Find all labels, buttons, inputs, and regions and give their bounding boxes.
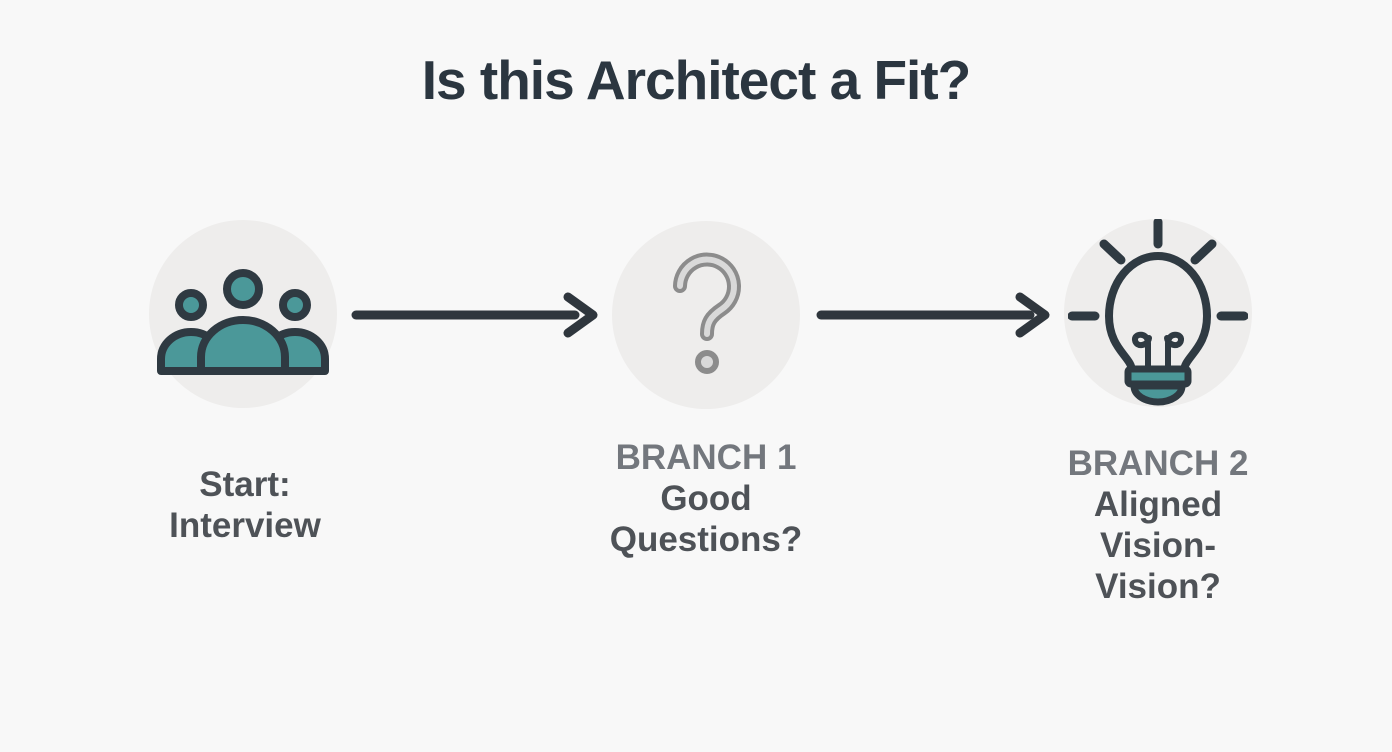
branch2-kicker: BRANCH 2: [1067, 444, 1249, 483]
arrow-branch1-to-branch2: [816, 292, 1050, 338]
node-label-line: Interview: [169, 506, 321, 545]
node-label-line: Vision-: [1099, 526, 1217, 565]
node-label-line: Vision?: [1095, 567, 1221, 606]
node-label-line: Good: [660, 479, 752, 518]
people-group-icon: [157, 269, 329, 375]
question-mark-icon: [673, 252, 741, 374]
node-label-line: Questions?: [609, 520, 803, 559]
node-branch2-label: BRANCH 2 Aligned Vision- Vision?: [998, 443, 1318, 607]
node-start-label: Start: Interview: [85, 464, 405, 546]
node-label-line: Aligned: [1093, 485, 1223, 524]
arrow-start-to-branch1: [351, 292, 598, 338]
branch1-kicker: BRANCH 1: [615, 438, 797, 477]
node-branch1-label: BRANCH 1 Good Questions?: [546, 437, 866, 560]
node-label-line: Start:: [199, 465, 291, 504]
page-title: Is this Architect a Fit?: [421, 49, 972, 111]
lightbulb-icon: [1068, 219, 1248, 406]
